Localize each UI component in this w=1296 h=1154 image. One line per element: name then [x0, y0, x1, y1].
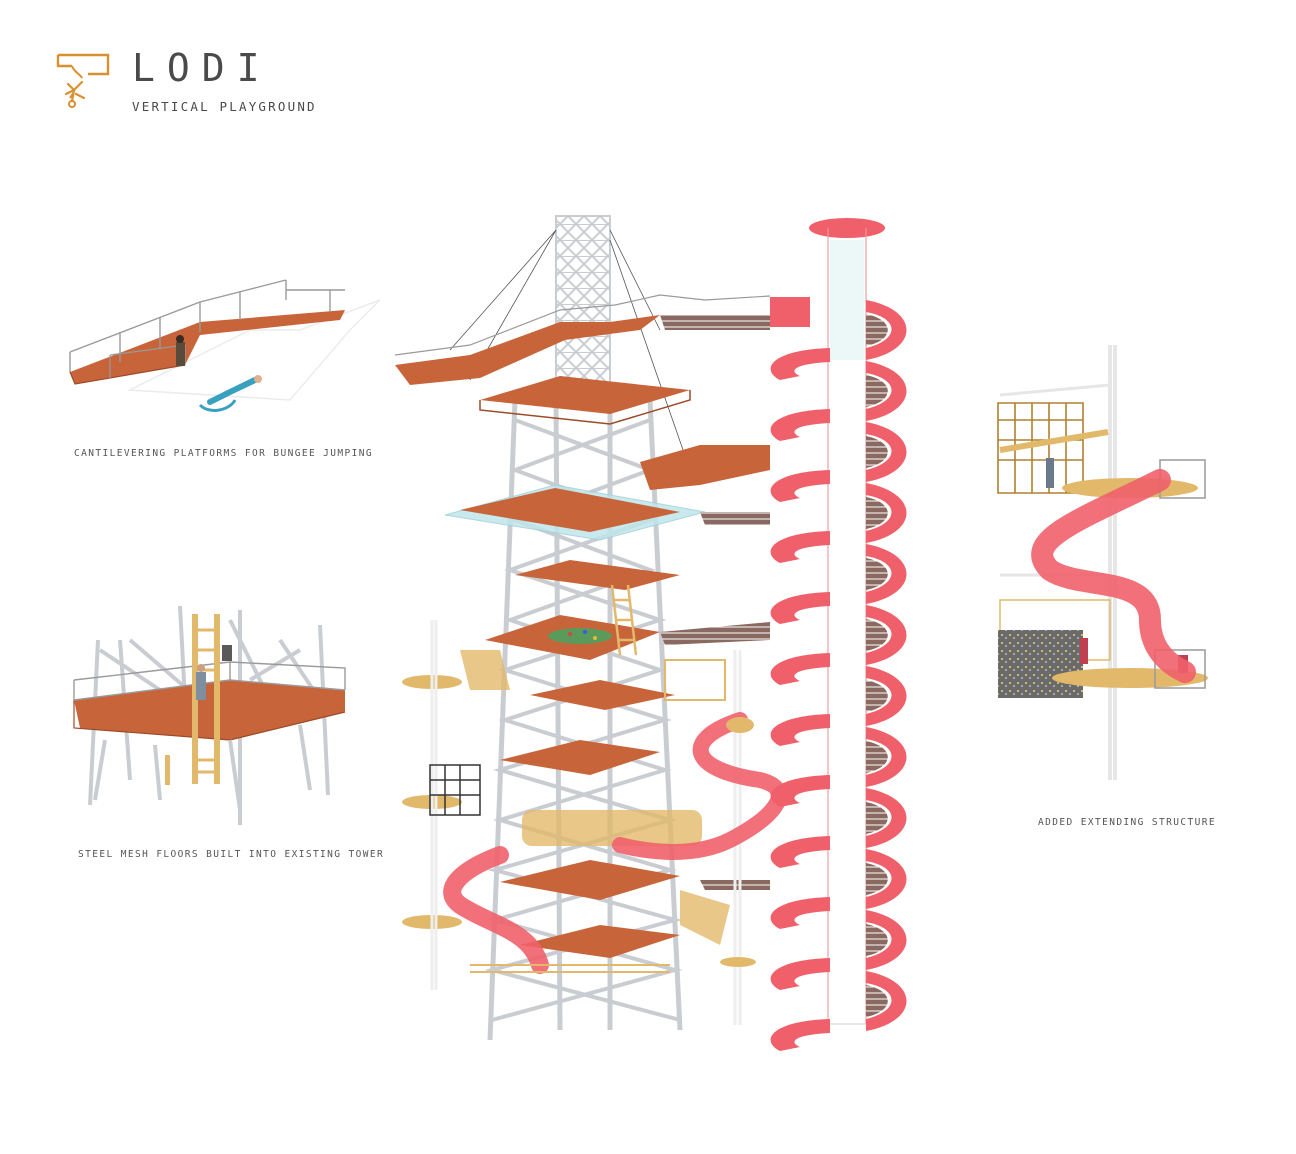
spiral-mesh: [866, 497, 888, 529]
spiral-band-left: [770, 348, 830, 380]
caption-mesh: STEEL MESH FLOORS BUILT INTO EXISTING TO…: [78, 849, 385, 860]
spiral-slide-drawing: [770, 218, 907, 1051]
spiral-band-left: [770, 714, 830, 746]
caption-bungee: CANTILEVERING PLATFORMS FOR BUNGEE JUMPI…: [74, 448, 374, 459]
spiral-band-right: [866, 849, 907, 909]
bungee-platform-drawing: [69, 279, 381, 412]
spiral-mesh: [866, 680, 888, 712]
spiral-band-left: [770, 531, 830, 563]
spiral-band-left: [770, 592, 830, 624]
spiral-band-right: [866, 300, 907, 360]
spiral-mesh: [866, 436, 888, 468]
spiral-mesh: [866, 375, 888, 407]
spiral-band-left: [770, 958, 830, 990]
spiral-band-left: [770, 653, 830, 685]
central-tower-drawing: [394, 215, 810, 1041]
mesh-floor-drawing: [73, 605, 346, 825]
spiral-band-left: [770, 1019, 830, 1051]
spiral-band-left: [770, 836, 830, 868]
caption-extending: ADDED EXTENDING STRUCTURE: [1038, 817, 1216, 828]
spiral-band-right: [866, 361, 907, 421]
spiral-band-left: [770, 775, 830, 807]
spiral-band-right: [866, 544, 907, 604]
spiral-band-right: [866, 910, 907, 970]
spiral-band-left: [770, 897, 830, 929]
spiral-mesh: [866, 314, 888, 346]
spiral-band-right: [866, 422, 907, 482]
spiral-mesh: [866, 558, 888, 590]
spiral-band-right: [866, 666, 907, 726]
bungee-jumper-icon: [56, 53, 110, 108]
spiral-band-right: [866, 971, 907, 1031]
spiral-band-right: [866, 727, 907, 787]
spiral-band-left: [770, 409, 830, 441]
spiral-mesh: [866, 802, 888, 834]
spiral-band-right: [866, 483, 907, 543]
page-subtitle: VERTICAL PLAYGROUND: [132, 99, 317, 114]
spiral-mesh: [866, 863, 888, 895]
spiral-mesh: [866, 619, 888, 651]
spiral-band-right: [866, 605, 907, 665]
spiral-mesh: [866, 924, 888, 956]
spiral-mesh: [866, 741, 888, 773]
spiral-band-left: [770, 470, 830, 502]
spiral-band-right: [866, 788, 907, 848]
extending-structure-drawing: [997, 345, 1208, 780]
logo: [56, 52, 112, 110]
page-title: LODI: [132, 46, 272, 90]
spiral-mesh: [866, 985, 888, 1017]
